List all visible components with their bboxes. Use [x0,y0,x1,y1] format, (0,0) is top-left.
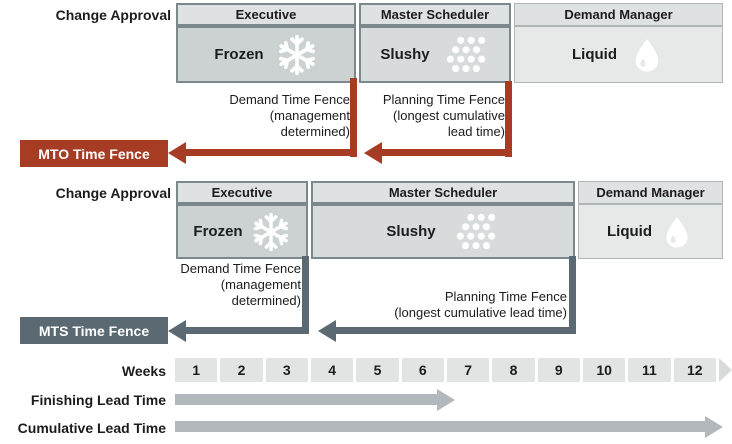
mto-planning-fence-arrow-shaft [382,149,512,156]
mto-demand-fence-arrowhead-icon [168,142,186,164]
cumulative-lead-time-arrowhead-icon [705,416,723,438]
weeks-axis-label: Weeks [121,363,166,379]
mts-header-master-scheduler: Master Scheduler [311,181,575,204]
mto-time-fence-badge: MTO Time Fence [20,140,168,167]
week-cell: 2 [220,358,263,382]
week-cell: 8 [492,358,535,382]
mts-zone-slushy: Slushy [311,204,575,259]
droplet-icon [635,38,659,71]
mto-header-demand-manager: Demand Manager [514,3,723,26]
mts-change-approval-label: Change Approval [55,185,171,201]
mts-demand-fence-arrowhead-icon [168,320,186,342]
mts-demand-fence-line [302,256,309,334]
mto-planning-fence-annotation: Planning Time Fence (longest cumulative … [382,92,505,139]
week-cell: 9 [537,358,580,382]
droplet-icon [666,216,688,248]
cumulative-lead-time-bar [175,421,705,432]
mts-zone-frozen-label: Frozen [193,223,243,240]
mto-change-approval-label: Change Approval [55,7,171,23]
week-cell: 4 [310,358,354,382]
week-cell: 1 [175,358,218,382]
mto-planning-fence-line [505,81,512,157]
mto-zone-slushy-label: Slushy [380,46,430,63]
mts-planning-fence-annotation: Planning Time Fence (longest cumulative … [394,289,567,320]
week-cell: 7 [446,358,490,382]
mto-zone-liquid: Liquid [514,26,723,83]
week-cell: 11 [628,358,671,382]
mts-planning-fence-arrow-shaft [336,327,576,334]
cumulative-lead-time-label: Cumulative Lead Time [17,420,166,436]
mto-demand-fence-arrow-shaft [186,149,357,156]
mto-header-master-scheduler: Master Scheduler [359,3,511,26]
mto-demand-fence-line [350,78,357,157]
snowflake-icon [251,212,291,252]
mts-planning-fence-line [569,256,576,334]
finishing-lead-time-arrowhead-icon [437,389,455,411]
week-cell: 5 [356,358,399,382]
snowflake-icon [276,34,318,76]
mto-planning-fence-arrowhead-icon [364,142,382,164]
finishing-lead-time-label: Finishing Lead Time [30,392,166,408]
mto-zone-slushy: Slushy [359,26,511,83]
week-cell: 10 [582,358,626,382]
mts-header-executive: Executive [176,181,308,204]
mts-demand-fence-annotation: Demand Time Fence (management determined… [180,261,301,308]
mts-zone-liquid: Liquid [578,204,723,259]
finishing-lead-time-bar [175,394,437,405]
mts-header-demand-manager: Demand Manager [578,181,723,204]
weeks-axis: 1 2 3 4 5 6 7 8 9 10 11 12 [175,358,716,382]
mts-zone-frozen: Frozen [176,204,308,259]
weeks-axis-chevron-icon [719,358,732,382]
mts-time-fence-badge: MTS Time Fence [20,317,168,344]
mto-zone-liquid-label: Liquid [572,46,617,63]
mto-zone-frozen: Frozen [176,26,356,83]
slush-dots-icon [446,36,485,72]
mts-planning-fence-arrowhead-icon [318,320,336,342]
mto-zone-frozen-label: Frozen [214,46,264,63]
mts-zone-liquid-label: Liquid [607,223,652,240]
week-cell: 3 [265,358,308,382]
week-cell: 6 [401,358,444,382]
week-cell: 12 [673,358,716,382]
mto-header-executive: Executive [176,3,356,26]
slush-dots-icon [456,213,495,249]
mto-demand-fence-annotation: Demand Time Fence (management determined… [229,92,350,139]
mts-demand-fence-arrow-shaft [186,327,309,334]
mts-zone-slushy-label: Slushy [386,223,436,240]
